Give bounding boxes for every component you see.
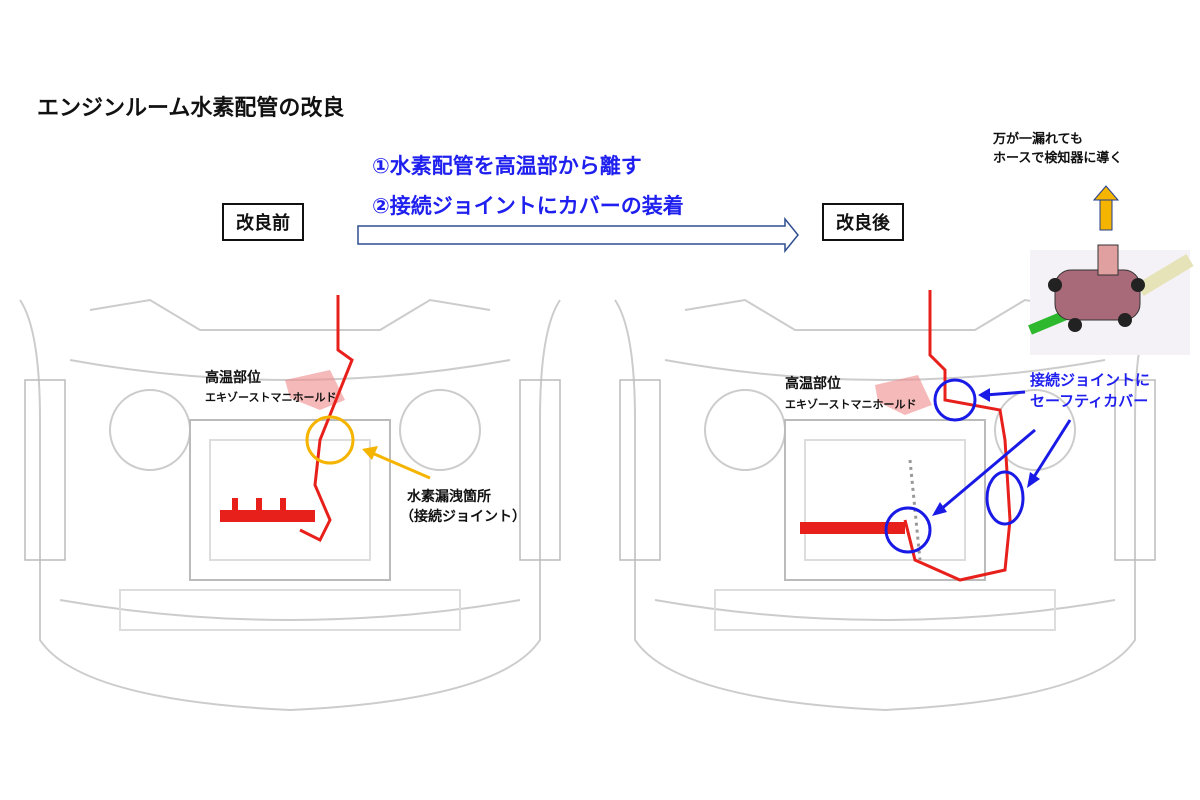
hose-note-1: 万が一漏れても: [993, 132, 1083, 147]
hot-zone-before: [285, 370, 345, 410]
hose-note-2: ホースで検知器に導く: [993, 151, 1123, 166]
leak-point-label: 水素漏洩箇所: [407, 489, 491, 505]
hydrogen-pipe-after: [903, 290, 1012, 582]
process-arrow: [357, 216, 799, 254]
improvement-2: ②接続ジョイントにカバーの装着: [372, 194, 684, 218]
cover-note-2: セーフティカバー: [1030, 392, 1149, 410]
leak-highlight-circle: [305, 415, 355, 465]
page-title: エンジンルーム水素配管の改良: [37, 96, 345, 121]
hot-zone-title-before: 高温部位: [205, 370, 261, 386]
fuel-rail-after: [800, 522, 905, 534]
leak-point-sub: （接続ジョイント）: [400, 509, 526, 525]
hot-zone-after: [875, 375, 932, 415]
cover-circle-1: [933, 378, 977, 422]
cover-note-1: 接続ジョイントに: [1030, 371, 1151, 389]
leak-arrow: [371, 451, 431, 480]
hot-zone-title-after: 高温部位: [785, 376, 841, 392]
car-outline-after: [614, 299, 1156, 711]
cover-circle-2: [985, 470, 1025, 526]
hydrogen-pipe-before: [299, 295, 354, 543]
cover-arrows: [939, 390, 1072, 512]
improvement-1: ①水素配管を高温部から離す: [372, 154, 642, 178]
after-label: 改良後: [822, 203, 904, 241]
fuel-rail-before: [220, 510, 315, 522]
hose-up-arrow: [1099, 199, 1113, 231]
before-label: 改良前: [222, 203, 304, 241]
cover-circle-3: [884, 506, 932, 554]
hot-zone-subtitle-before: エキゾーストマニホールド: [205, 391, 337, 404]
hot-zone-subtitle-after: エキゾーストマニホールド: [785, 398, 917, 411]
